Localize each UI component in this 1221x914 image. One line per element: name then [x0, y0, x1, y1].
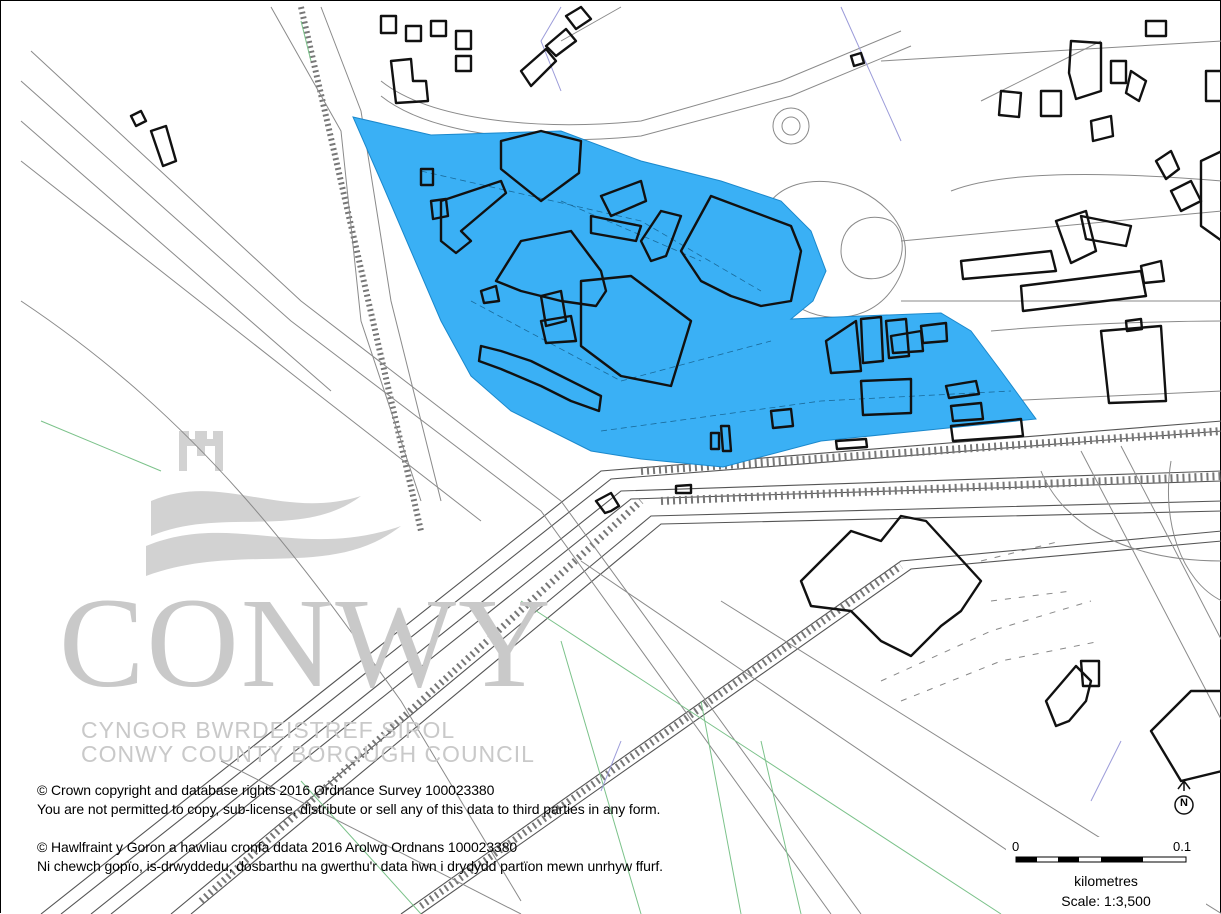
scale-ratio-label: Scale: 1:3,500: [1061, 893, 1151, 909]
buildings: [129, 5, 1221, 783]
scale-start-label: 0: [1012, 839, 1020, 854]
north-arrow-icon: [1174, 778, 1194, 815]
scale-bar: 0 0.1 kilometres Scale: 1:3,500: [1006, 837, 1206, 914]
scale-unit-label: kilometres: [1074, 873, 1138, 889]
field-boundaries: [40, 20, 1002, 914]
scale-bar-graphic: [1015, 856, 1187, 863]
watermark-council-line2: CONWY COUNTY BOROUGH COUNCIL: [81, 741, 535, 767]
railway-lines: [40, 420, 1221, 914]
copyright-cy-line1: © Hawlfraint y Goron a hawliau cronfa dd…: [37, 839, 518, 855]
watermark-council-name: CONWY: [59, 572, 553, 714]
copyright-cy-line2: Ni chewch gopïo, is-drwyddedu, dosbarthu…: [37, 858, 663, 874]
watermark-council-line1: CYNGOR BWRDEISTREF SIROL: [81, 717, 456, 743]
north-arrow-label: N: [1180, 797, 1188, 809]
copyright-en-line1: © Crown copyright and database rights 20…: [37, 782, 495, 798]
scale-end-label: 0.1: [1173, 839, 1192, 854]
council-castle-emblem: [146, 431, 401, 576]
copyright-en-line2: You are not permitted to copy, sub-licen…: [37, 801, 661, 817]
watercourse: [540, 6, 1122, 802]
development-site-area[interactable]: [352, 116, 1037, 468]
road-network: [20, 6, 1221, 914]
railway-sleepers: [198, 6, 1221, 909]
site-internal-roads: [420, 170, 1012, 432]
